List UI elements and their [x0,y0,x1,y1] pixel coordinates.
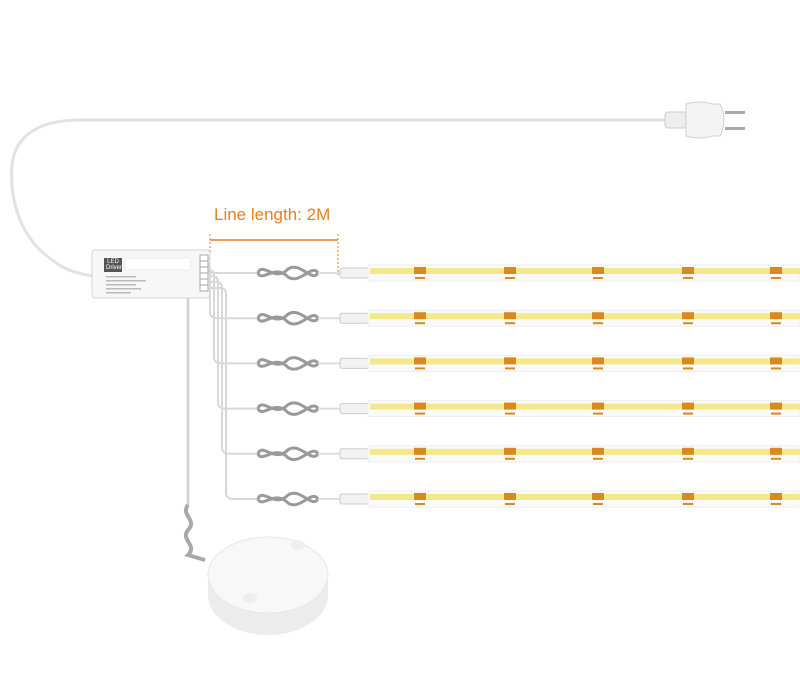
cut-marker-line [415,457,425,460]
cut-marker [682,357,694,365]
cable-coil-icon [256,446,320,462]
cut-marker [504,402,516,410]
cut-marker [682,267,694,274]
driver-output-port [199,254,209,262]
cut-marker-line [771,457,781,460]
motion-sensor-puck [207,536,329,635]
strip-cable [210,275,258,410]
cut-marker-line [505,322,515,325]
cut-marker [592,447,604,455]
cut-marker-line [593,412,603,415]
cut-marker-line [593,367,603,370]
cut-marker [504,493,516,500]
cut-marker-line [593,503,603,505]
cut-marker-line [683,412,693,415]
driver-output-port [199,284,209,292]
cut-marker [592,312,604,320]
driver-output-port [199,266,209,274]
cut-marker-line [771,412,781,415]
line-length-label: Line length: 2M [214,205,331,224]
cable-coil-icon [256,491,320,507]
cut-marker-line [683,322,693,325]
cut-marker [414,267,426,274]
power-cable [10,118,668,278]
cut-marker [592,493,604,500]
cut-marker-line [505,277,515,279]
cut-marker [414,402,426,410]
cut-marker [592,402,604,410]
cut-marker-line [415,277,425,279]
cut-marker [504,267,516,274]
cut-marker-line [505,367,515,370]
led-strip-light [370,448,800,455]
cut-marker-line [771,367,781,370]
cut-marker-line [771,322,781,325]
cut-marker [414,357,426,365]
strip-cable [210,287,258,500]
led-strip-light [370,494,800,500]
cut-marker [414,493,426,500]
cut-marker-line [683,457,693,460]
strip-connector [339,403,371,415]
cut-marker-line [593,457,603,460]
cut-marker [770,267,782,274]
cut-marker-line [505,412,515,415]
strip-connector [339,493,371,505]
cut-marker [504,312,516,320]
strip-connector [339,357,371,369]
cut-marker-line [771,277,781,279]
sensor-cable-coil [184,503,206,562]
led-strip-light [370,403,800,410]
cut-marker [682,447,694,455]
cut-marker-line [505,503,515,505]
dimension-bracket [209,234,339,275]
cut-marker-line [683,367,693,370]
cut-marker [770,312,782,320]
cable-coil-icon [256,401,320,416]
cut-marker-line [683,503,693,505]
strip-connector [339,312,371,324]
driver-output-port [199,278,209,286]
cut-marker-line [505,457,515,460]
strip-connector [339,267,371,279]
cut-marker-line [683,277,693,279]
led-driver-label: LED Driver [104,258,122,272]
strip-cable [207,269,258,365]
eu-plug-icon [664,101,745,139]
cut-marker [414,447,426,455]
cut-marker [414,312,426,320]
cut-marker [504,447,516,455]
cut-marker-line [415,412,425,415]
cut-marker [682,493,694,500]
cable-coil-icon [256,265,320,281]
cut-marker-line [593,277,603,279]
cut-marker [770,357,782,365]
cable-coil-icon [256,310,320,326]
led-strip-light [370,268,800,274]
cut-marker [504,357,516,365]
driver-output-port [199,272,209,280]
cut-marker [592,267,604,274]
strip-connector [339,448,371,460]
cut-marker [770,493,782,500]
cable-coil-icon [256,356,320,371]
cut-marker-line [415,322,425,325]
driver-output-port [199,260,209,268]
cut-marker [770,447,782,455]
cut-marker-line [771,503,781,505]
cut-marker-line [415,367,425,370]
cut-marker-line [415,503,425,505]
cut-marker [682,402,694,410]
cut-marker [770,402,782,410]
led-strip-light [370,313,800,320]
cut-marker [682,312,694,320]
cut-marker-line [593,322,603,325]
cut-marker [592,357,604,365]
led-strip-light [370,358,800,365]
